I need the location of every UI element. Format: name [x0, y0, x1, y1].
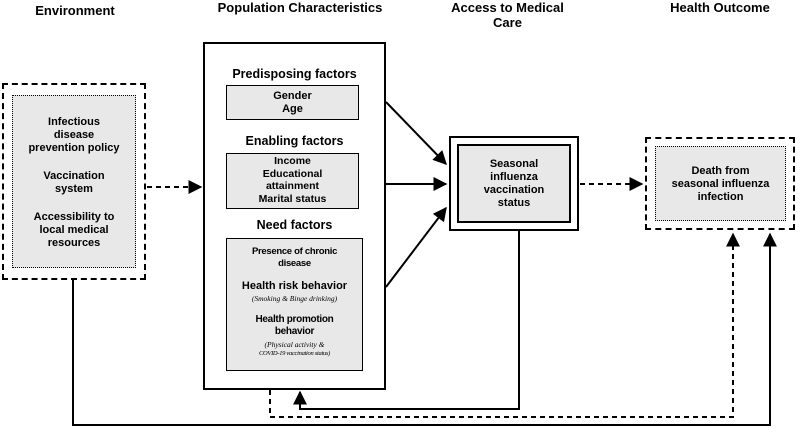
header-access-line1: Access to Medical — [451, 0, 564, 15]
predisposing-box — [226, 85, 359, 120]
env-item-prevention-policy: Infectious disease prevention policy — [28, 116, 120, 154]
environment-inner-box — [12, 95, 136, 268]
header-outcome: Health Outcome — [670, 0, 770, 15]
header-access: Access to Medical Care — [425, 0, 590, 30]
enabling-box — [226, 153, 359, 209]
predisposing-title: Predisposing factors — [232, 67, 357, 81]
chronic-disease-label: Presence of chronic disease — [251, 246, 338, 269]
health-promotion-title: Health promotion behavior — [255, 314, 334, 337]
health-risk-title: Health risk behavior — [241, 280, 348, 292]
marital-status-label: Marital status — [258, 192, 327, 205]
access-outer-box — [449, 136, 579, 231]
enabling-items: Income Educational attainment Marital st… — [226, 155, 359, 205]
env-item-vaccination-system: Vaccination system — [43, 170, 105, 195]
header-population: Population Characteristics — [217, 0, 383, 15]
age-label: Age — [282, 103, 303, 115]
education-label-1: Educational — [262, 167, 323, 180]
environment-outer-box — [2, 83, 146, 280]
predisposing-items: Gender Age — [226, 90, 359, 116]
outcome-label: Death from seasonal influenza infection — [671, 165, 770, 203]
income-label: Income — [274, 155, 311, 167]
arrow-population-to-outcome — [269, 232, 740, 418]
need-box — [226, 238, 363, 371]
need-title: Need factors — [256, 218, 333, 232]
header-environment: Environment — [35, 3, 115, 18]
enabling-title: Enabling factors — [245, 134, 344, 148]
outcome-outer-box — [645, 137, 795, 230]
health-risk-note: (Smoking & Binge drinking) — [251, 294, 338, 303]
env-item-medical-resources: Accessibility to local medical resources — [33, 211, 115, 249]
gender-label: Gender — [273, 90, 312, 102]
header-access-line2: Care — [493, 15, 522, 30]
arrow-access-feedback — [293, 231, 520, 410]
arrow-predisposing-to-access — [385, 101, 447, 166]
access-label: Seasonal influenza vaccination status — [483, 158, 545, 209]
population-box — [203, 42, 386, 390]
health-promotion-note: (Physical activity & COVID-19 vaccinatio… — [258, 340, 331, 357]
arrow-need-to-access — [385, 206, 447, 288]
outcome-inner-box — [655, 146, 786, 221]
access-inner-box — [457, 144, 571, 223]
arrow-env-to-outcome — [72, 232, 777, 426]
education-label-2: attainment — [265, 180, 320, 192]
